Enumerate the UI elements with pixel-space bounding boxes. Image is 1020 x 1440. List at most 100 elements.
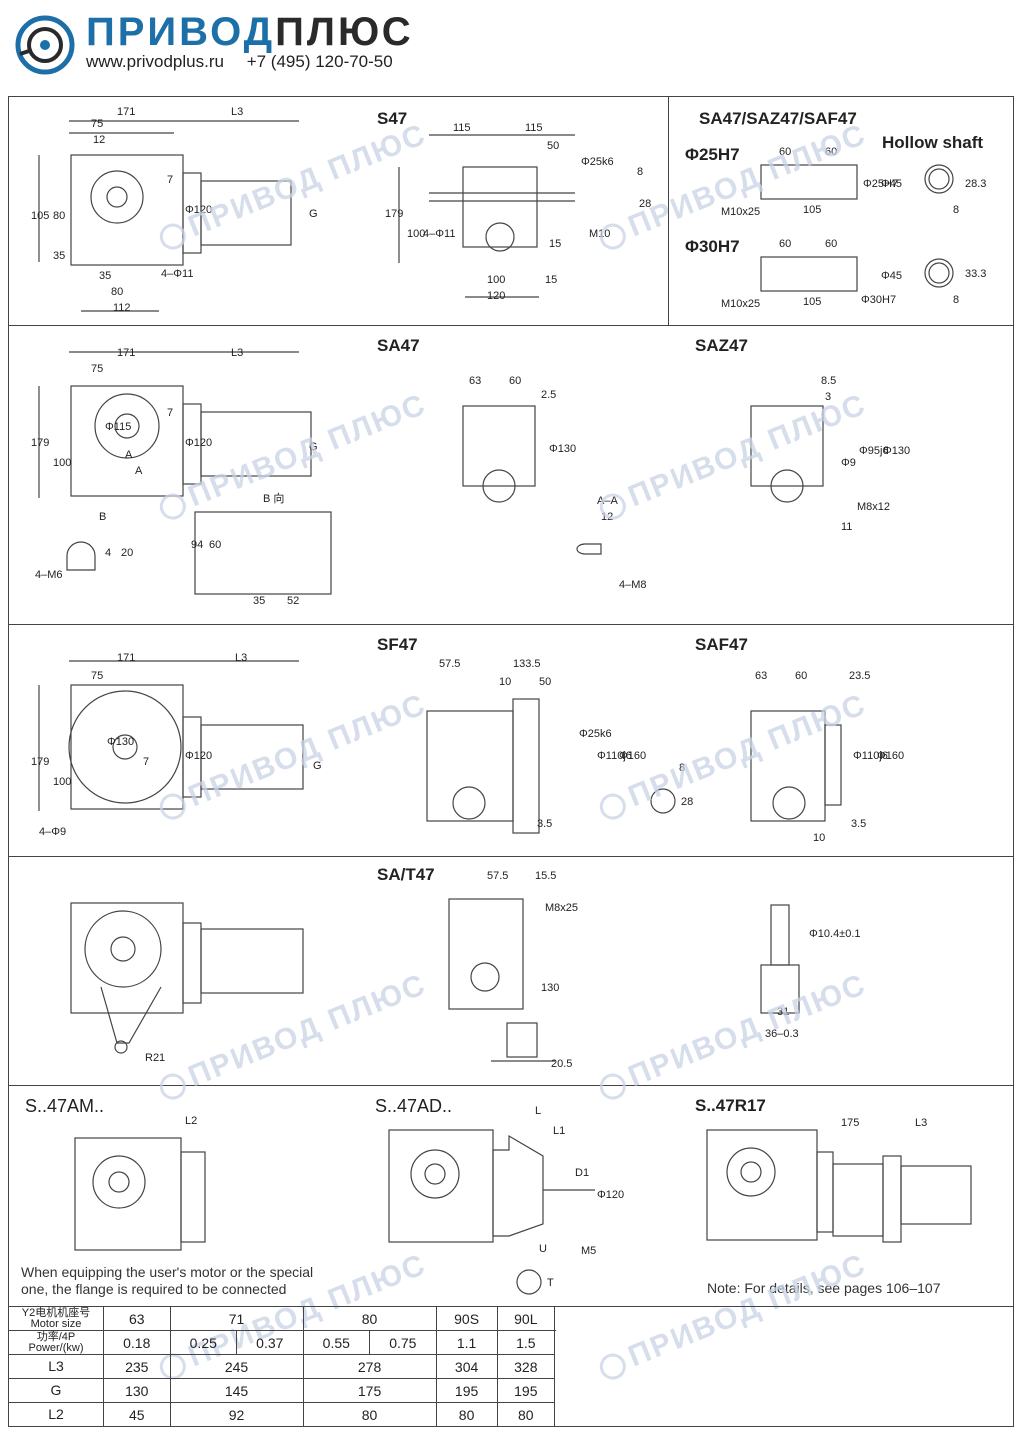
dim-text: 100 [487,274,505,286]
table-blank [554,1306,1014,1427]
s47-front-drawing [398,134,575,298]
website-link[interactable]: www.privodplus.ru [86,52,224,71]
dim-text: Φ25H7 [863,178,898,190]
dim-text: 4 [105,547,111,559]
table-cell: 245 [169,1354,304,1379]
dim-text: 171 [117,106,135,118]
sf47-front-labels: 57.5 133.5 10 50 Φ25k6 Φ110j6 Φ160 3.5 8… [439,658,693,830]
table-row: 功率/4P Power/(kw) 0.18 0.25 0.37 0.55 0.7… [8,1330,1014,1355]
flange-note: When equipping the user's motor or the s… [21,1264,314,1297]
hollow-d2: Φ30H7 [685,237,740,256]
s47-title: S47 [377,109,408,128]
sat47-detail-drawing [760,904,800,1014]
dim-text: 20.5 [551,1058,572,1070]
dim-text: 50 [539,676,551,688]
dim-text: 75 [91,363,103,375]
dim-text: 28 [639,198,651,210]
dim-text: 3 [825,391,831,403]
dim-text: A–A [597,495,618,507]
dim-text: 100 [407,228,425,240]
dim-text: 133.5 [513,658,541,670]
dim-text: M10x25 [721,206,760,218]
section-sat47: SA/T47 R21 57.5 15.5 M8x25 130 20.5 [8,856,1014,1086]
table-cell: 63 [103,1306,171,1331]
table-cell: 0.25 [169,1330,238,1355]
dim-text: 4–Φ11 [161,268,193,280]
dim-text: 60 [779,238,791,250]
s47-front-labels: 115 115 50 Φ25k6 8 28 179 100 4–Φ11 15 1… [385,122,651,302]
hollow-b-drawing [760,256,954,292]
sa47-drawings: 171 75 L3 179 100 Φ115 Φ120 G 7 A A B 4–… [31,347,910,607]
dim-text: 115 [525,122,543,134]
brand-name: ПРИВОДПЛЮС [86,10,414,55]
dim-text: 63 [469,375,481,387]
dim-text: Φ9 [841,457,856,469]
dim-text: 63 [755,670,767,682]
dim-text: Φ115 [105,421,131,433]
table-cell: 145 [169,1378,304,1403]
dim-text: 33.3 [965,268,986,280]
hollow-a-labels: 60 60 Φ45 Φ25H7 M10x25 105 28.3 8 [721,146,986,218]
dim-text: U [539,1243,547,1255]
dim-text: Φ110j6 [597,750,632,762]
dim-text: 23.5 [849,670,870,682]
dim-text: 112 [113,302,131,314]
table-cell: 278 [302,1354,437,1379]
dim-text: 12 [93,134,105,146]
dim-text: 7 [143,756,149,768]
dim-text: 80 [111,286,123,298]
dim-text: 105 [31,210,49,222]
table-cell: 195 [496,1378,556,1403]
dim-text: 15.5 [535,870,556,882]
brand-main: ПРИВОД [86,10,276,54]
dim-text: 80 [53,210,65,222]
dim-text: 100 [53,457,71,469]
dim-text: 171 [117,347,135,359]
dim-text: 2.5 [541,389,556,401]
sa47-front-labels: 63 60 2.5 Φ130 A–A 12 4–M8 [469,375,647,591]
ad-labels: L L1 D1 Φ120 M5 U T [535,1105,624,1289]
dim-text: 120 [487,290,505,302]
phone-number[interactable]: +7 (495) 120-70-50 [246,52,393,71]
sat47-title: SA/T47 [377,865,435,884]
sat47-drawings: R21 57.5 15.5 M8x25 130 20.5 Φ10.4±0.1 3… [70,870,861,1070]
table-cell: 80 [496,1402,556,1427]
table-cell: 235 [103,1354,171,1379]
dim-text: 105 [803,204,821,216]
dim-text: 3.5 [851,818,866,830]
table-cell: 90S [435,1306,498,1331]
row-header: 功率/4P Power/(kw) [8,1330,104,1355]
table-cell: 328 [496,1354,556,1379]
table-cell: 71 [169,1306,304,1331]
dim-text: A [135,465,143,477]
dim-text: Φ110j6 [853,750,888,762]
dim-text: 100 [53,776,71,788]
r17-drawing [706,1129,972,1243]
saf47-labels: 63 60 23.5 Φ110j6 Φ160 10 3.5 [755,670,904,844]
dim-text: 60 [825,146,837,158]
sa47-side-drawing [38,351,332,595]
dim-text: G [313,760,322,772]
dim-text: Φ25k6 [581,156,614,168]
dim-text: 15 [545,274,557,286]
hollow-a-drawing [760,164,954,200]
dim-text: L3 [915,1117,927,1129]
saf47-drawing [750,710,842,822]
table-cell: 0.75 [369,1330,437,1355]
dim-text: B [99,511,106,523]
dim-text: M8x25 [545,902,578,914]
dim-text: L2 [185,1115,197,1127]
saz47-labels: 8.5 3 Φ9 Φ95j6 Φ130 M8x12 11 [821,375,910,533]
dim-text: 4–Φ9 [39,826,66,838]
sf47-title: SF47 [377,635,418,654]
dim-text: M10 [589,228,610,240]
saf47-title: SAF47 [695,635,748,654]
logo-icon [15,15,75,75]
row-header: L3 [8,1354,104,1379]
r17-title: S..47R17 [695,1096,766,1115]
page-header: ПРИВОДПЛЮС www.privodplus.ru +7 (495) 12… [0,0,1020,90]
dim-text: 35 [53,250,65,262]
sa47-title: SA47 [377,336,420,355]
dim-text: Φ160 [619,750,646,762]
dim-text: 60 [209,539,221,551]
